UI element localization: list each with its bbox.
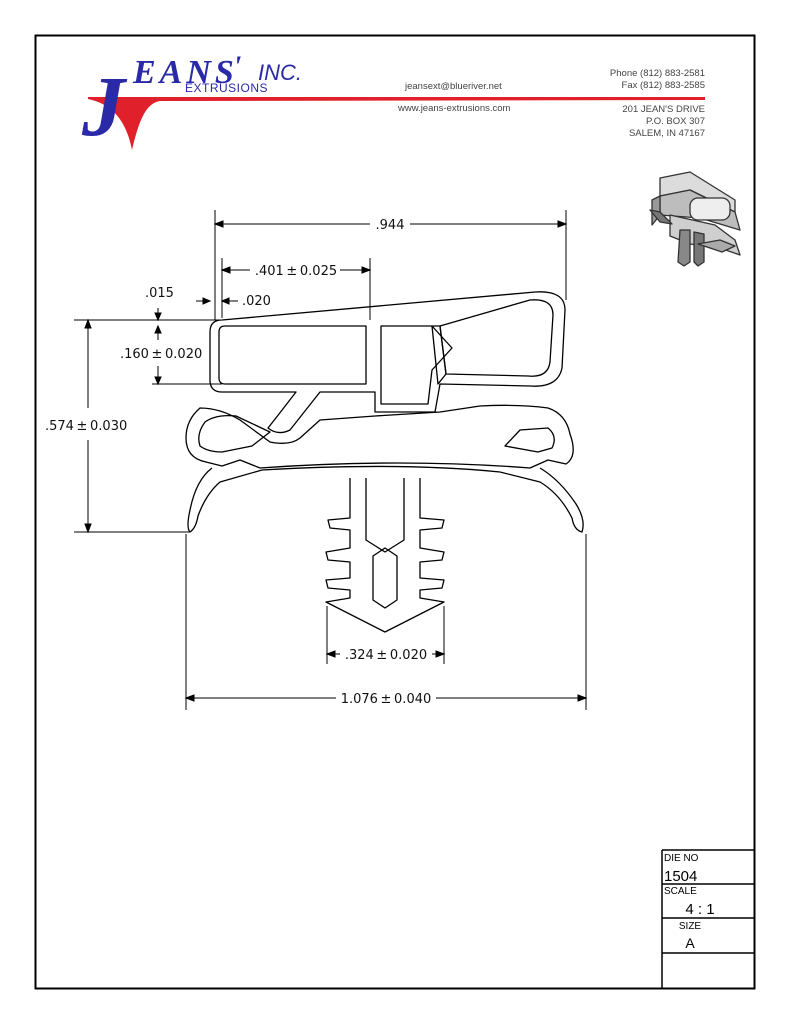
dim-overall-width: 1.076 ± 0.040 [341, 692, 432, 707]
address-line-2: P.O. BOX 307 [646, 116, 705, 127]
title-block [661, 849, 754, 988]
dim-hollow-width: .401 ± 0.025 [255, 264, 337, 279]
phone-text: Phone (812) 883-2581 [610, 68, 705, 79]
dim-overall-top: .944 [376, 218, 405, 233]
logo-apostrophe: ' [233, 50, 241, 83]
company-logo: J EANS ' INC. EXTRUSIONS [81, 50, 705, 154]
dimension-lines [74, 210, 588, 710]
dim-wall-inner: .020 [242, 294, 271, 309]
logo-letter: J [81, 58, 128, 154]
logo-swoosh [88, 97, 705, 150]
logo-suffix: INC. [258, 60, 302, 85]
sheet-border [34, 34, 756, 990]
logo-subtitle: EXTRUSIONS [185, 81, 268, 95]
scale-label: SCALE [664, 886, 697, 897]
scale-value: 4 : 1 [685, 901, 714, 918]
isometric-view [649, 171, 741, 267]
dim-overall-height: .574 ± 0.030 [45, 419, 127, 434]
dim-dart-width: .324 ± 0.020 [345, 648, 427, 663]
email-text[interactable]: jeansext@blueriver.net [404, 81, 502, 92]
fax-text: Fax (812) 883-2585 [622, 80, 705, 91]
size-value: A [685, 935, 695, 951]
logo-name: EANS [132, 54, 238, 91]
size-label: SIZE [679, 921, 702, 932]
dim-wall-outer: .015 [145, 286, 174, 301]
die-no-label: DIE NO [664, 853, 699, 864]
address-line-3: SALEM, IN 47167 [629, 128, 705, 139]
website-text[interactable]: www.jeans-extrusions.com [397, 103, 511, 114]
extrusion-profile [185, 291, 584, 633]
dim-hollow-height: .160 ± 0.020 [120, 347, 202, 362]
die-no-value: 1504 [664, 868, 697, 885]
address-line-1: 201 JEAN'S DRIVE [622, 104, 705, 115]
